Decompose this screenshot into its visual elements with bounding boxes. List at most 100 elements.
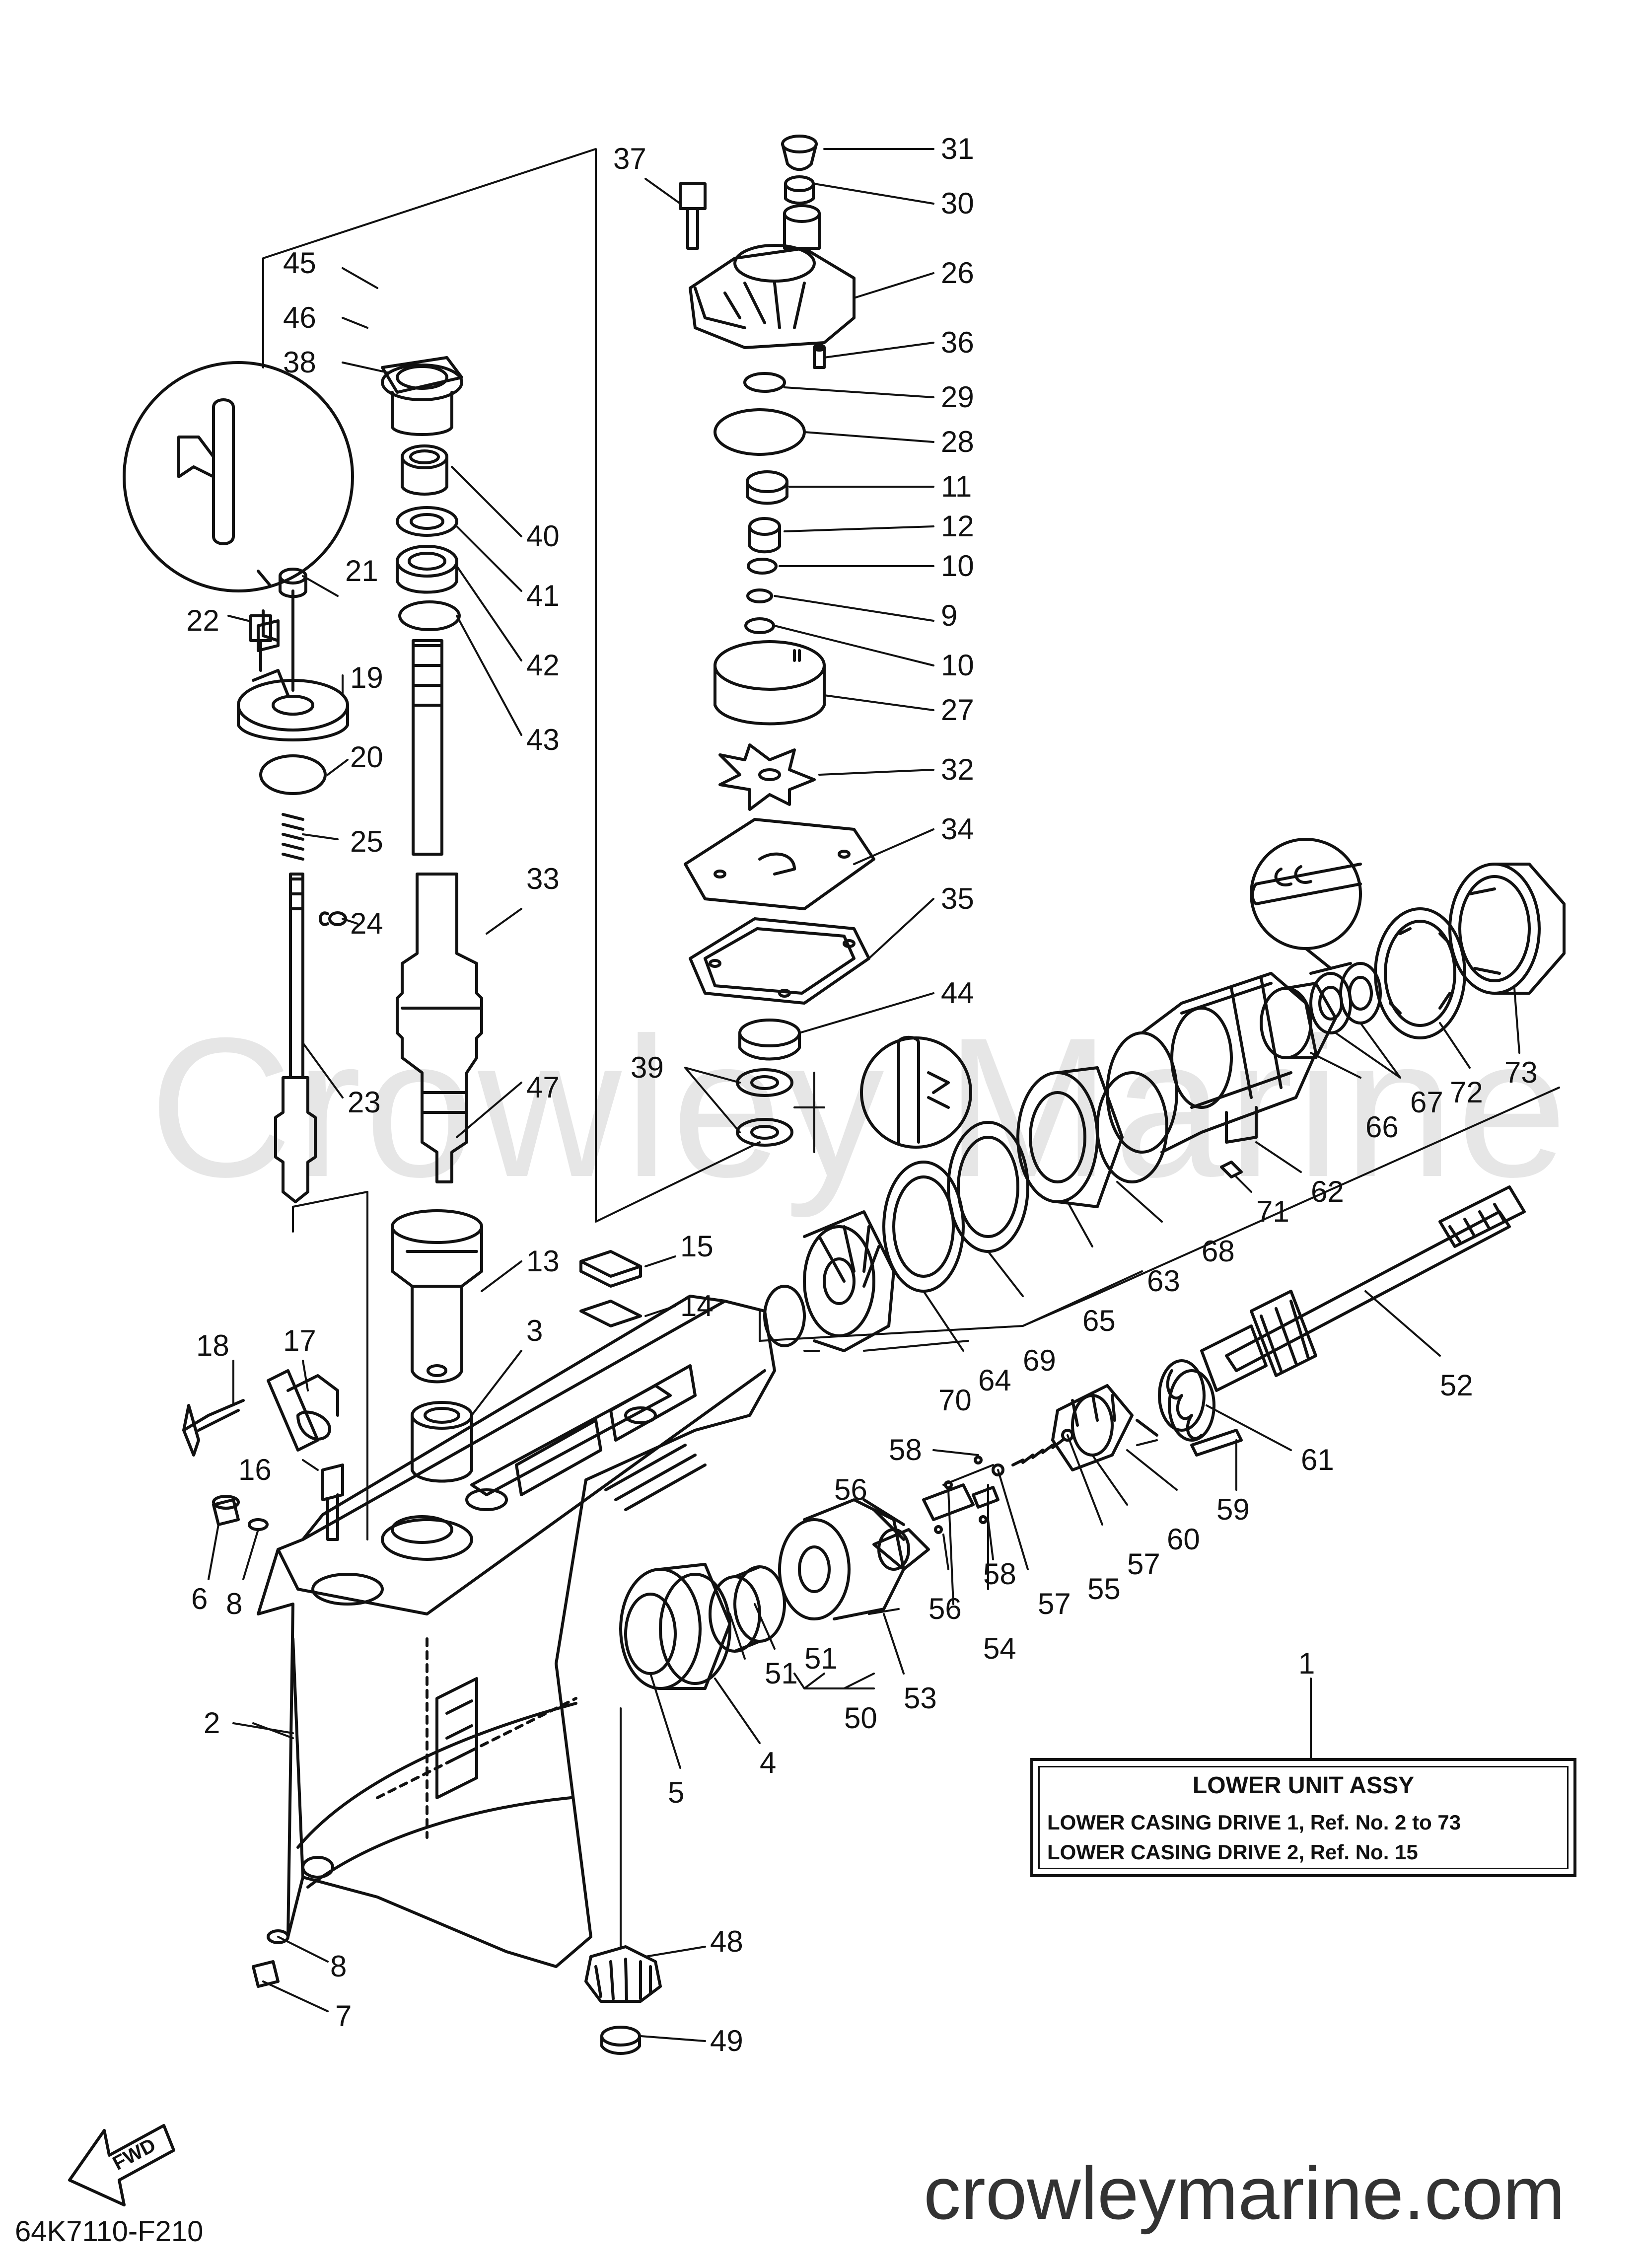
callout-17: 17 (283, 1324, 316, 1357)
fittings-left (182, 1369, 344, 1988)
callout-50: 50 (844, 1701, 877, 1735)
reverse-gear-assembly (709, 1498, 930, 1653)
callout-65: 65 (1082, 1304, 1116, 1337)
fwd-arrow (68, 2124, 175, 2206)
callout-37: 37 (613, 142, 646, 175)
callout-28: 28 (941, 425, 974, 458)
bearing-housing-assembly (1106, 962, 1382, 1178)
callout-25: 25 (350, 825, 383, 858)
callout-41: 41 (526, 579, 560, 612)
callout-47: 47 (526, 1071, 560, 1104)
callout-71: 71 (1256, 1195, 1289, 1228)
callout-4: 4 (760, 1746, 776, 1779)
callout-35: 35 (941, 882, 974, 915)
callout-51a: 51 (765, 1657, 798, 1690)
assy-box-inner-border (1038, 1766, 1569, 1869)
lower-unit-assy-box: LOWER UNIT ASSY LOWER CASING DRIVE 1, Re… (1030, 1758, 1576, 1877)
callout-8a: 8 (226, 1587, 242, 1620)
callout-33: 33 (526, 862, 560, 895)
callout-15: 15 (680, 1230, 714, 1263)
callout-42: 42 (526, 649, 560, 682)
callout-23: 23 (348, 1086, 381, 1119)
callout-46: 46 (283, 301, 316, 334)
callout-38: 38 (283, 346, 316, 379)
shims-14-15 (579, 1250, 642, 1327)
propeller-shaft (1022, 1087, 1560, 1392)
callout-26: 26 (941, 256, 974, 290)
callout-53: 53 (904, 1682, 937, 1715)
callout-19: 19 (350, 661, 383, 694)
callout-62: 62 (1311, 1175, 1344, 1208)
callout-31: 31 (941, 132, 974, 165)
shift-plunger-assembly (922, 1429, 1074, 1534)
callout-72: 72 (1450, 1076, 1483, 1109)
callout-58b: 58 (983, 1557, 1016, 1591)
callout-54: 54 (983, 1632, 1016, 1665)
pinion-gear-assembly (584, 1707, 662, 2055)
lower-casing-part (257, 1295, 776, 1968)
callout-51b: 51 (804, 1642, 838, 1675)
water-pump-assembly (679, 135, 972, 1149)
callout-18: 18 (196, 1329, 229, 1362)
callout-59: 59 (1216, 1493, 1250, 1526)
assy-line-drive-2: LOWER CASING DRIVE 2, Ref. No. 15 (1047, 1840, 1418, 1864)
assy-title: LOWER UNIT ASSY (1192, 1772, 1415, 1799)
callout-43: 43 (526, 723, 560, 756)
callout-73: 73 (1504, 1056, 1538, 1089)
website-label: crowleymarine.com (924, 2151, 1565, 2235)
sub-assembly-dividers (262, 148, 825, 1233)
ring-nut-assembly (1250, 838, 1566, 1039)
assy-line-drive-1: LOWER CASING DRIVE 1, Ref. No. 2 to 73 (1047, 1811, 1461, 1834)
callout-66: 66 (1365, 1110, 1399, 1144)
callout-57a: 57 (1038, 1587, 1071, 1620)
callout-9: 9 (941, 599, 957, 632)
callout-45: 45 (283, 246, 316, 280)
callout-1: 1 (1298, 1647, 1315, 1680)
callout-67: 67 (1410, 1086, 1443, 1119)
callout-14: 14 (680, 1289, 714, 1322)
diagram-code: 64K7110-F210 (15, 2215, 204, 2248)
callout-48: 48 (710, 1925, 743, 1958)
callout-44: 44 (941, 976, 974, 1010)
callout-64: 64 (978, 1364, 1011, 1397)
callout-36: 36 (941, 326, 974, 359)
callout-69: 69 (1023, 1344, 1056, 1377)
callout-5: 5 (668, 1776, 684, 1809)
callout-63: 63 (1147, 1264, 1180, 1298)
callout-8b: 8 (330, 1950, 347, 1983)
callout-40: 40 (526, 519, 560, 553)
callout-11: 11 (941, 470, 972, 503)
shift-rod-assembly (123, 361, 354, 1203)
callout-10b: 10 (941, 649, 974, 682)
callout-56a: 56 (834, 1473, 867, 1506)
callout-10a: 10 (941, 549, 974, 583)
callout-55: 55 (1087, 1572, 1121, 1606)
callout-61: 61 (1301, 1443, 1334, 1476)
callout-13: 13 (526, 1244, 560, 1278)
callout-21: 21 (345, 554, 378, 587)
callout-29: 29 (941, 380, 974, 414)
callout-70: 70 (938, 1384, 972, 1417)
callout-12: 12 (941, 510, 974, 543)
callout-22: 22 (186, 604, 219, 637)
callout-30: 30 (941, 187, 974, 220)
callout-6: 6 (191, 1582, 208, 1615)
callout-27: 27 (941, 693, 974, 727)
leader-lines (208, 148, 1520, 2042)
callout-7: 7 (335, 1999, 352, 2033)
callout-58a: 58 (889, 1433, 922, 1466)
callout-56b: 56 (928, 1592, 962, 1625)
forward-gear-bearing (619, 1563, 731, 1690)
callout-49: 49 (710, 2024, 743, 2057)
callout-68: 68 (1202, 1235, 1235, 1268)
callout-32: 32 (941, 753, 974, 786)
drive-shaft-assembly (366, 356, 483, 1540)
callout-34: 34 (941, 812, 974, 846)
callout-16: 16 (238, 1453, 272, 1486)
callout-2: 2 (204, 1706, 220, 1740)
callout-24: 24 (350, 907, 383, 940)
callout-20: 20 (350, 740, 383, 774)
callout-39: 39 (631, 1051, 664, 1084)
